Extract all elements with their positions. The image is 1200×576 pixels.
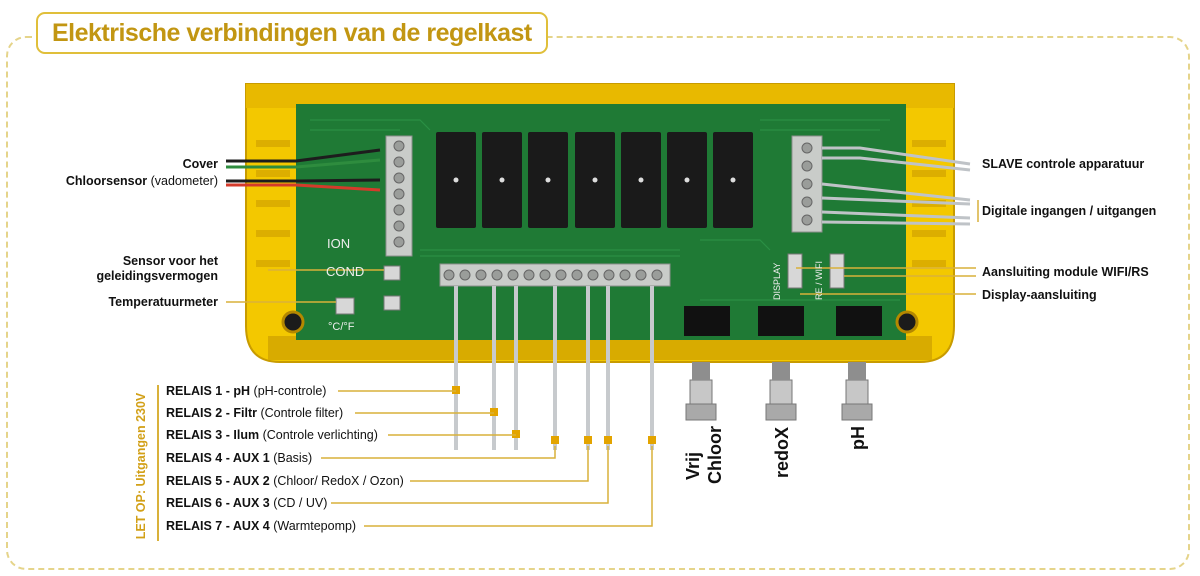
relay-2-desc: (Controle filter) (260, 406, 344, 420)
relay-6-label: RELAIS 6 - AUX 3 (CD / UV) (166, 496, 327, 510)
temp-connector (335, 297, 355, 315)
left-terminal-screws (393, 140, 405, 248)
pcb-traces (310, 119, 900, 301)
label-cover-text: Cover (182, 157, 218, 171)
leader-lines-left (226, 269, 384, 303)
relay-3-code: RELAIS 3 - Ilum (166, 428, 260, 442)
relay-7-code: RELAIS 7 - AUX 4 (166, 519, 270, 533)
relay-6-code: RELAIS 6 - AUX 3 (166, 496, 270, 510)
label-sensor: Sensor voor het geleidingsvermogen (96, 254, 218, 284)
side-note: LET OP: Uitgangen 230V (124, 392, 158, 540)
relay-5-desc: (Chloor/ RedoX / Ozon) (273, 474, 404, 488)
label-sensor-line2: geleidingsvermogen (96, 269, 218, 283)
label-chloorsensor: Chloorsensor (vadometer) (66, 174, 218, 189)
bnc-ph (841, 379, 873, 421)
screw-hole-right (895, 310, 919, 334)
screw-hole-left (281, 310, 305, 334)
bnc-label-vrij-line1: Vrij (683, 451, 703, 480)
side-note-text: LET OP: Uitgangen 230V (134, 392, 148, 540)
bnc-cables (692, 362, 866, 380)
label-temperatuur-text: Temperatuurmeter (108, 295, 218, 309)
relay-1-code: RELAIS 1 - pH (166, 384, 251, 398)
label-sensor-line1: Sensor voor het (122, 254, 218, 268)
title-box: Elektrische verbindingen van de regelkas… (36, 12, 548, 54)
page-title: Elektrische verbindingen van de regelkas… (52, 18, 532, 47)
bnc-label-ph-text: pH (848, 426, 868, 450)
relay-3-label: RELAIS 3 - Ilum (Controle verlichting) (166, 428, 378, 442)
board-label-temp: °C/°F (328, 321, 355, 333)
label-wifi: Aansluiting module WIFI/RS (982, 265, 1149, 280)
label-digitale-text: Digitale ingangen / uitgangen (982, 204, 1157, 218)
temp-connector-2 (383, 295, 401, 311)
relay-cable-tips (452, 386, 656, 444)
relay-5-code: RELAIS 5 - AUX 2 (166, 474, 270, 488)
bottom-terminal-screws (443, 269, 663, 281)
bnc-label-redox-text: redoX (772, 426, 792, 478)
bnc-bases (684, 306, 882, 336)
relay-2-label: RELAIS 2 - Filtr (Controle filter) (166, 406, 343, 420)
relay-1-desc: (pH-controle) (253, 384, 327, 398)
relay-cables (454, 286, 654, 450)
dashed-frame (6, 36, 1190, 570)
relay-7-desc: (Warmtepomp) (273, 519, 357, 533)
cond-connector (383, 265, 401, 281)
board-label-wifi-text: RE / WIFI (814, 261, 824, 300)
leader-lines-right (796, 200, 979, 295)
relay-4-desc: (Basis) (273, 451, 313, 465)
label-digitale: Digitale ingangen / uitgangen (982, 204, 1156, 219)
right-terminal-screws (801, 142, 813, 226)
label-display: Display-aansluiting (982, 288, 1097, 303)
left-wires (226, 148, 381, 192)
relay-2-code: RELAIS 2 - Filtr (166, 406, 257, 420)
relay-3-desc: (Controle verlichting) (262, 428, 378, 442)
wifi-connector (829, 253, 845, 289)
bnc-redox (765, 379, 797, 421)
label-display-text: Display-aansluiting (982, 288, 1097, 302)
board-label-display-text: DISPLAY (772, 262, 782, 300)
relay-1-label: RELAIS 1 - pH (pH-controle) (166, 384, 326, 398)
relay-5-label: RELAIS 5 - AUX 2 (Chloor/ RedoX / Ozon) (166, 474, 404, 488)
right-wires (821, 146, 971, 226)
board-label-ion: ION (327, 236, 351, 251)
label-cover: Cover (183, 157, 218, 172)
left-ribs (256, 140, 290, 267)
display-connector (787, 253, 803, 289)
board-label-cond: COND (326, 264, 365, 279)
label-chloorsensor-text: Chloorsensor (65, 174, 148, 188)
relay-leader-lines (321, 390, 653, 527)
relay-dots (453, 177, 736, 183)
relay-7-label: RELAIS 7 - AUX 4 (Warmtepomp) (166, 519, 356, 533)
relay-4-code: RELAIS 4 - AUX 1 (166, 451, 270, 465)
label-slave: SLAVE controle apparatuur (982, 157, 1144, 172)
bnc-vrij (685, 379, 717, 421)
label-wifi-text: Aansluiting module WIFI/RS (982, 265, 1149, 279)
label-chloorsensor-note: (vadometer) (150, 174, 218, 188)
side-note-bar (157, 385, 159, 541)
label-slave-text: SLAVE controle apparatuur (982, 157, 1145, 171)
relay-4-label: RELAIS 4 - AUX 1 (Basis) (166, 451, 312, 465)
label-temperatuur: Temperatuurmeter (108, 295, 218, 310)
bnc-label-vrij-line2: Chloor (705, 426, 725, 484)
relay-6-desc: (CD / UV) (273, 496, 328, 510)
